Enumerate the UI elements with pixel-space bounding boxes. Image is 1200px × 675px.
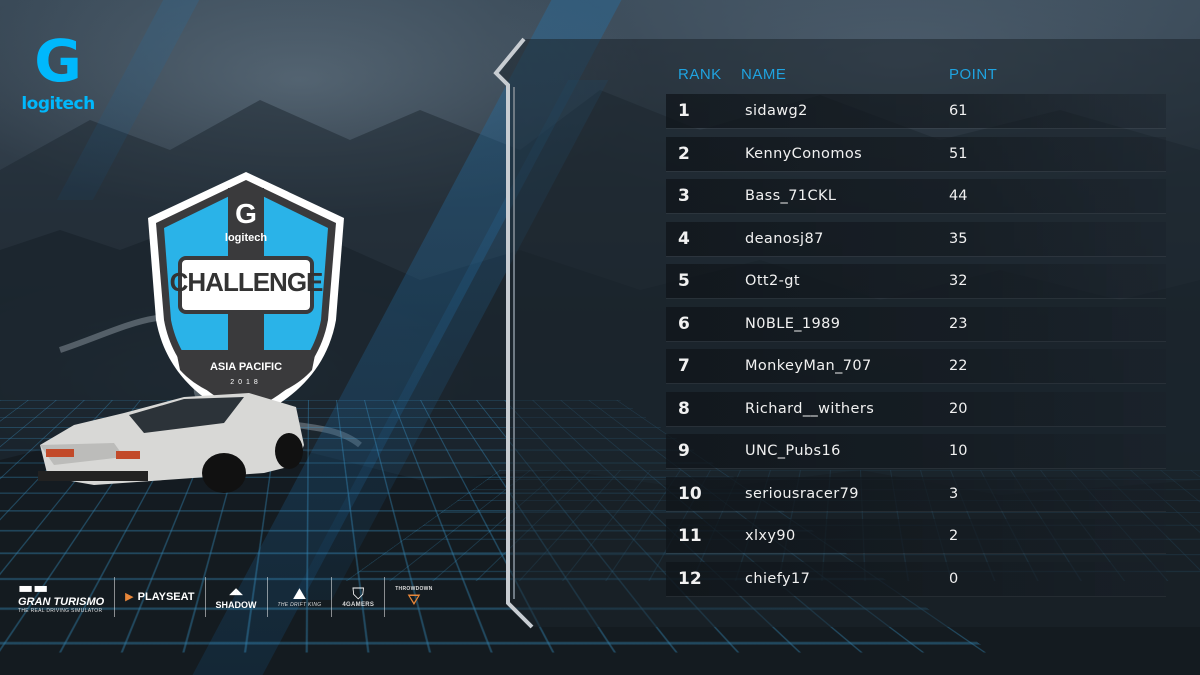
sponsor-name: PLAYSEAT [138,591,195,603]
table-row: 11 xlxy90 2 [666,515,1200,558]
table-row: 2 KennyConomos 51 [666,133,1200,176]
row-bar [666,264,1166,298]
sponsor-drift-king: ⛰ THE DRIFT KING [268,577,333,617]
rank-cell: 9 [678,441,690,461]
point-cell: 0 [949,571,958,587]
rank-cell: 1 [678,101,690,121]
row-bar [666,222,1166,256]
logitech-g-icon: G [18,32,98,90]
rank-cell: 7 [678,356,690,376]
sponsor-playseat: ▶ PLAYSEAT [115,577,205,617]
name-cell: Ott2-gt [745,273,800,289]
rank-cell: 12 [678,569,702,589]
point-cell: 44 [949,188,967,204]
drift-king-logo-icon: ⛰ [293,586,306,602]
row-bar [666,562,1166,596]
rank-cell: 4 [678,229,690,249]
table-row: 10 seriousracer79 3 [666,473,1200,516]
4gamers-logo-icon: ⛉ [352,586,364,602]
badge-g-icon: G [146,198,346,230]
brand-name: logitech [18,94,98,114]
point-cell: 22 [949,358,967,374]
logitech-logo: G logitech [18,32,98,114]
playseat-logo-icon: ▶ [125,589,133,605]
sponsor-tagline: THE REAL DRIVING SIMULATOR [18,608,102,614]
table-row: 3 Bass_71CKL 44 [666,175,1200,218]
name-cell: xlxy90 [745,528,796,544]
rank-cell: 2 [678,144,690,164]
table-row: 5 Ott2-gt 32 [666,260,1200,303]
row-bar [666,392,1166,426]
row-bar [666,137,1166,171]
rank-cell: 6 [678,314,690,334]
gran-turismo-logo-icon: ▬▬ [18,580,48,596]
rank-cell: 3 [678,186,690,206]
column-header-name: NAME [741,66,786,83]
point-cell: 10 [949,443,967,459]
row-bar [666,434,1166,468]
point-cell: 32 [949,273,967,289]
sponsor-name: SHADOW [216,600,257,610]
sponsor-throwdown: THROWDOWN ⛛ [385,577,442,617]
rank-cell: 11 [678,526,702,546]
rank-cell: 8 [678,399,690,419]
rank-cell: 5 [678,271,690,291]
table-row: 9 UNC_Pubs16 10 [666,430,1200,473]
row-bar [666,179,1166,213]
point-cell: 61 [949,103,967,119]
name-cell: Richard__withers [745,401,874,417]
point-cell: 23 [949,316,967,332]
name-cell: chiefy17 [745,571,810,587]
column-header-rank: RANK [678,66,722,83]
point-cell: 51 [949,146,967,162]
table-row: 7 MonkeyMan_707 22 [666,345,1200,388]
leaderboard-rows: 1 sidawg2 61 2 KennyConomos 51 3 Bass_71… [666,90,1200,600]
name-cell: sidawg2 [745,103,808,119]
badge-title: CHALLENGE [146,267,346,298]
row-bar [666,349,1166,383]
row-bar [666,519,1166,553]
sponsor-name: THE DRIFT KING [278,602,322,608]
table-row: 12 chiefy17 0 [666,558,1200,601]
row-bar [666,477,1166,511]
table-row: 4 deanosj87 35 [666,218,1200,261]
name-cell: N0BLE_1989 [745,316,840,332]
point-cell: 2 [949,528,958,544]
table-row: 8 Richard__withers 20 [666,388,1200,431]
sponsor-4gamers: ⛉ 4GAMERS [332,577,385,617]
sponsor-name: 4GAMERS [342,602,374,608]
name-cell: Bass_71CKL [745,188,836,204]
name-cell: MonkeyMan_707 [745,358,872,374]
badge-brand: logitech [146,232,346,244]
name-cell: KennyConomos [745,146,862,162]
row-bar [666,307,1166,341]
car-illustration [34,385,306,495]
point-cell: 35 [949,231,967,247]
sponsor-shadow: ◢◣ SHADOW [206,577,268,617]
name-cell: UNC_Pubs16 [745,443,841,459]
name-cell: seriousracer79 [745,486,859,502]
name-cell: deanosj87 [745,231,824,247]
point-cell: 20 [949,401,967,417]
throwdown-logo-icon: ⛛ [407,592,420,608]
table-row: 6 N0BLE_1989 23 [666,303,1200,346]
point-cell: 3 [949,486,958,502]
sponsor-strip: ▬▬ GRAN TURISMO THE REAL DRIVING SIMULAT… [8,572,448,622]
badge-region: ASIA PACIFIC [146,361,346,373]
sponsor-gran-turismo: ▬▬ GRAN TURISMO THE REAL DRIVING SIMULAT… [8,577,115,617]
column-header-point: POINT [949,66,997,83]
sponsor-name: GRAN TURISMO [18,596,104,608]
rank-cell: 10 [678,484,702,504]
row-bar [666,94,1166,128]
table-row: 1 sidawg2 61 [666,90,1200,133]
mclaren-logo-icon: ◢◣ [229,584,243,600]
